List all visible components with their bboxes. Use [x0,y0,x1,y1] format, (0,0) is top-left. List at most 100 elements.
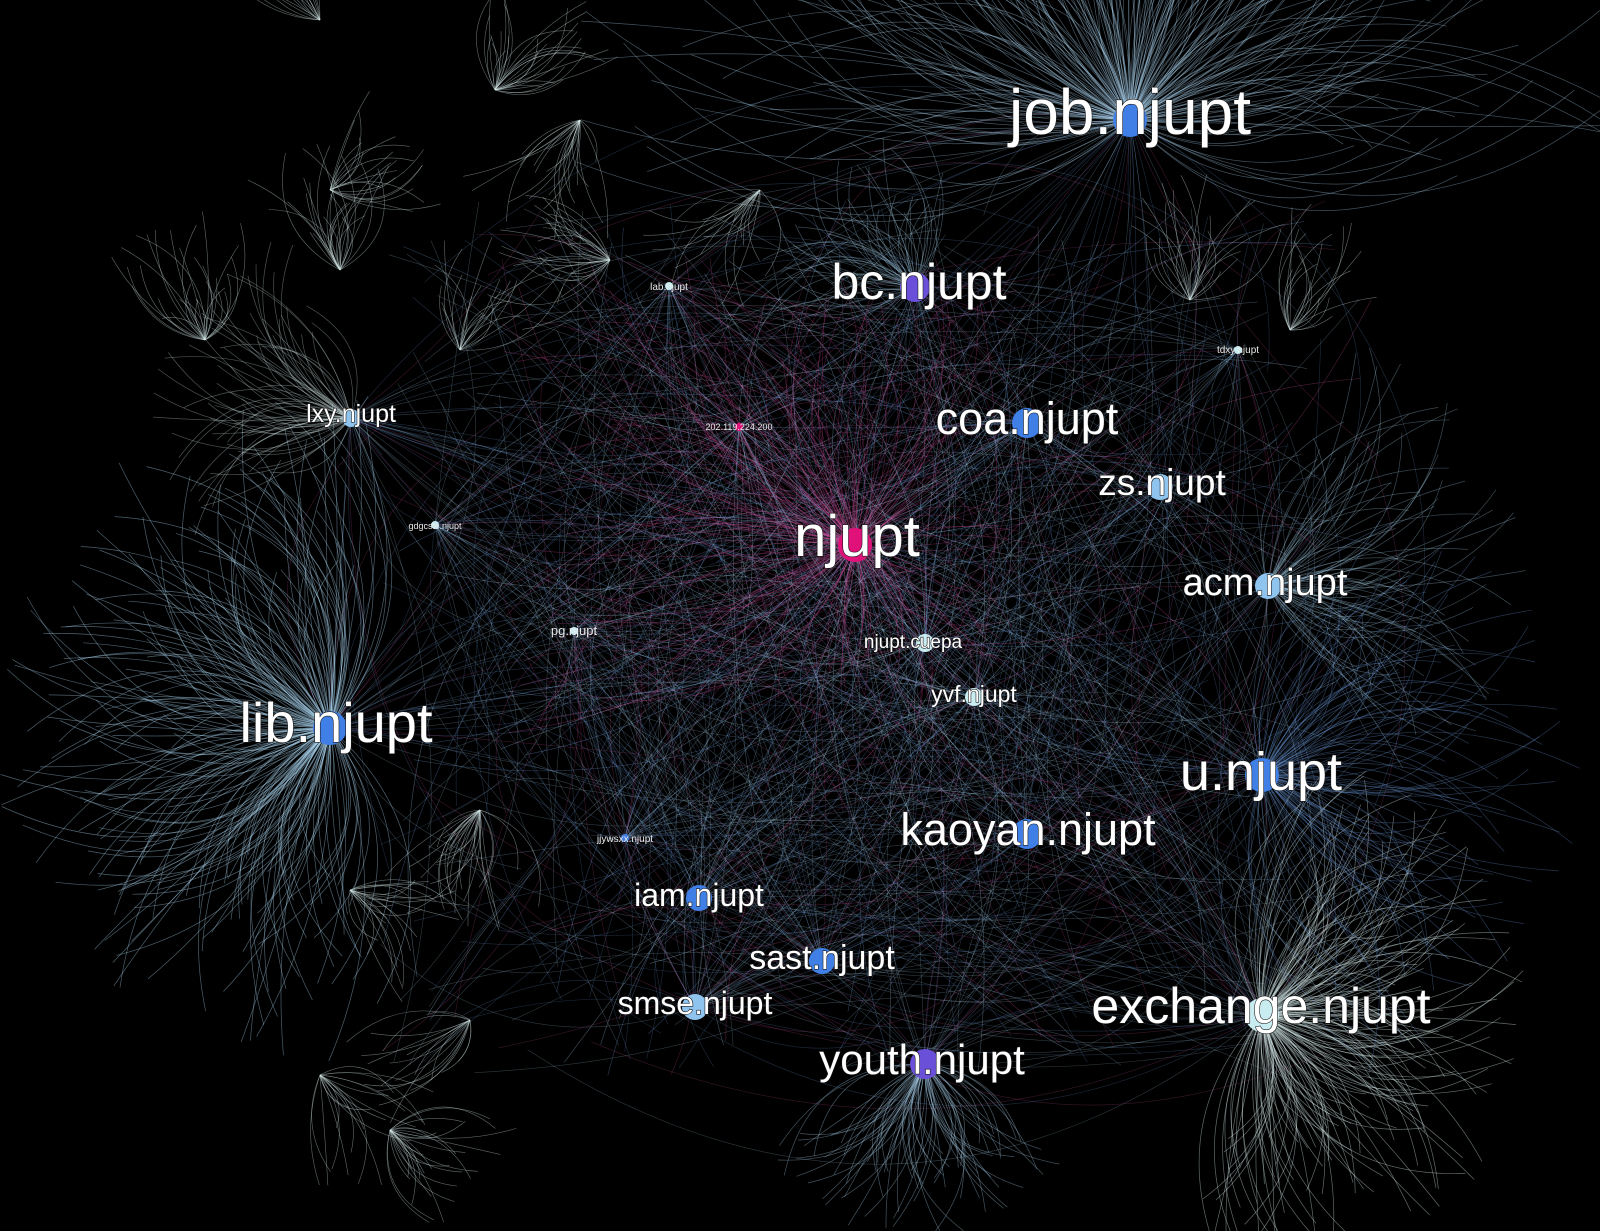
network-edge [685,255,856,546]
node-job [1113,103,1147,137]
fan-edge [1129,0,1274,121]
feather-edge [319,1074,386,1121]
network-edge [854,544,1221,883]
fan-edge [647,110,1131,172]
fan-edge [250,727,331,1041]
fan-edge [576,119,1131,210]
feather-edge [508,119,581,163]
network-edge [837,432,1269,587]
fan-edge [1066,0,1131,121]
network-edge [738,424,1004,429]
fan-edge [780,233,916,288]
feather-edge [329,91,370,191]
network-edge [613,419,856,546]
network-edge [933,247,1268,1016]
network-edge [350,417,442,531]
network-edge [573,261,1202,632]
feather-edge [329,136,396,191]
fan-edge [1261,639,1385,776]
fan-edge [1005,0,1131,121]
fan-edge [1129,16,1378,121]
fan-edge [12,659,331,732]
network-edge [924,546,1308,1065]
feather-edge [349,889,411,951]
fan-edge [1261,1014,1440,1207]
network-edge [582,427,686,839]
network-edge [714,544,856,638]
fan-edge [924,1063,1000,1188]
fan-edge [112,727,331,824]
network-edge [799,544,856,793]
fan-edge [913,1063,941,1231]
network-edge [713,349,856,546]
fan-edge [1250,774,1364,1059]
network-edge [747,297,856,546]
network-edge [508,620,700,899]
fan-edge [1261,774,1377,1037]
feather-edge [329,177,396,195]
network-edge [350,407,1206,619]
feather-edge [557,207,611,261]
fan-edge [1261,720,1561,794]
network-edge [329,391,817,730]
fan-edge [1261,783,1313,1016]
network-edge [694,972,1024,1025]
network-edge [329,306,684,729]
network-edge [837,265,868,546]
feather-edge [285,0,321,21]
network-edge [571,283,856,546]
network-edge [566,544,856,615]
fan-edge [1261,964,1418,1016]
fan-edge [1261,846,1319,1016]
fan-edge [1030,0,1131,121]
feather-edge [494,7,568,91]
fan-edge [303,560,339,729]
fan-edge [86,593,331,729]
network-edge [558,508,856,599]
network-edge [627,261,856,546]
fan-edge [1129,0,1175,121]
fan-edge [1261,574,1337,776]
network-edge [821,827,1142,962]
fan-edge [1261,960,1410,1023]
fan-edge [1261,968,1424,1016]
fan-edge [1261,1006,1474,1047]
fan-edge [1261,774,1403,882]
fan-edge [924,1063,1004,1209]
fan-edge [1267,585,1490,695]
network-edge [923,349,1242,1031]
fan-edge [954,0,1131,121]
fan-edge [1267,585,1456,651]
node-njupt [838,528,872,562]
node-coa [1012,408,1042,438]
fan-edge [1261,943,1389,1016]
fan-edge [1267,577,1445,616]
fan-edge [1261,914,1385,1016]
fan-edge [1231,1014,1268,1231]
feather-edge [339,155,356,271]
network-edge [624,589,893,839]
network-edge [506,426,740,648]
network-edge [676,544,856,657]
network-edge [488,231,740,428]
feather-edge [1289,222,1352,331]
network-edge [622,238,1239,351]
fan-edge [245,727,331,860]
feather-edge [349,889,418,938]
network-edge [811,400,856,546]
network-edge [683,642,926,990]
feather-edge [479,809,541,907]
fan-edge [1129,0,1173,121]
fan-edge [1076,0,1131,121]
fan-edge [94,727,331,950]
network-edge [693,416,856,546]
fan-edge [1261,774,1508,962]
network-edge [495,574,1263,1036]
feather-edge [541,217,611,261]
fan-edge [1261,1009,1477,1095]
fan-edge [1129,74,1480,121]
fan-edge [1129,0,1360,121]
network-edge [886,486,1161,1044]
fan-edge [1032,0,1131,121]
fan-edge [228,453,350,729]
